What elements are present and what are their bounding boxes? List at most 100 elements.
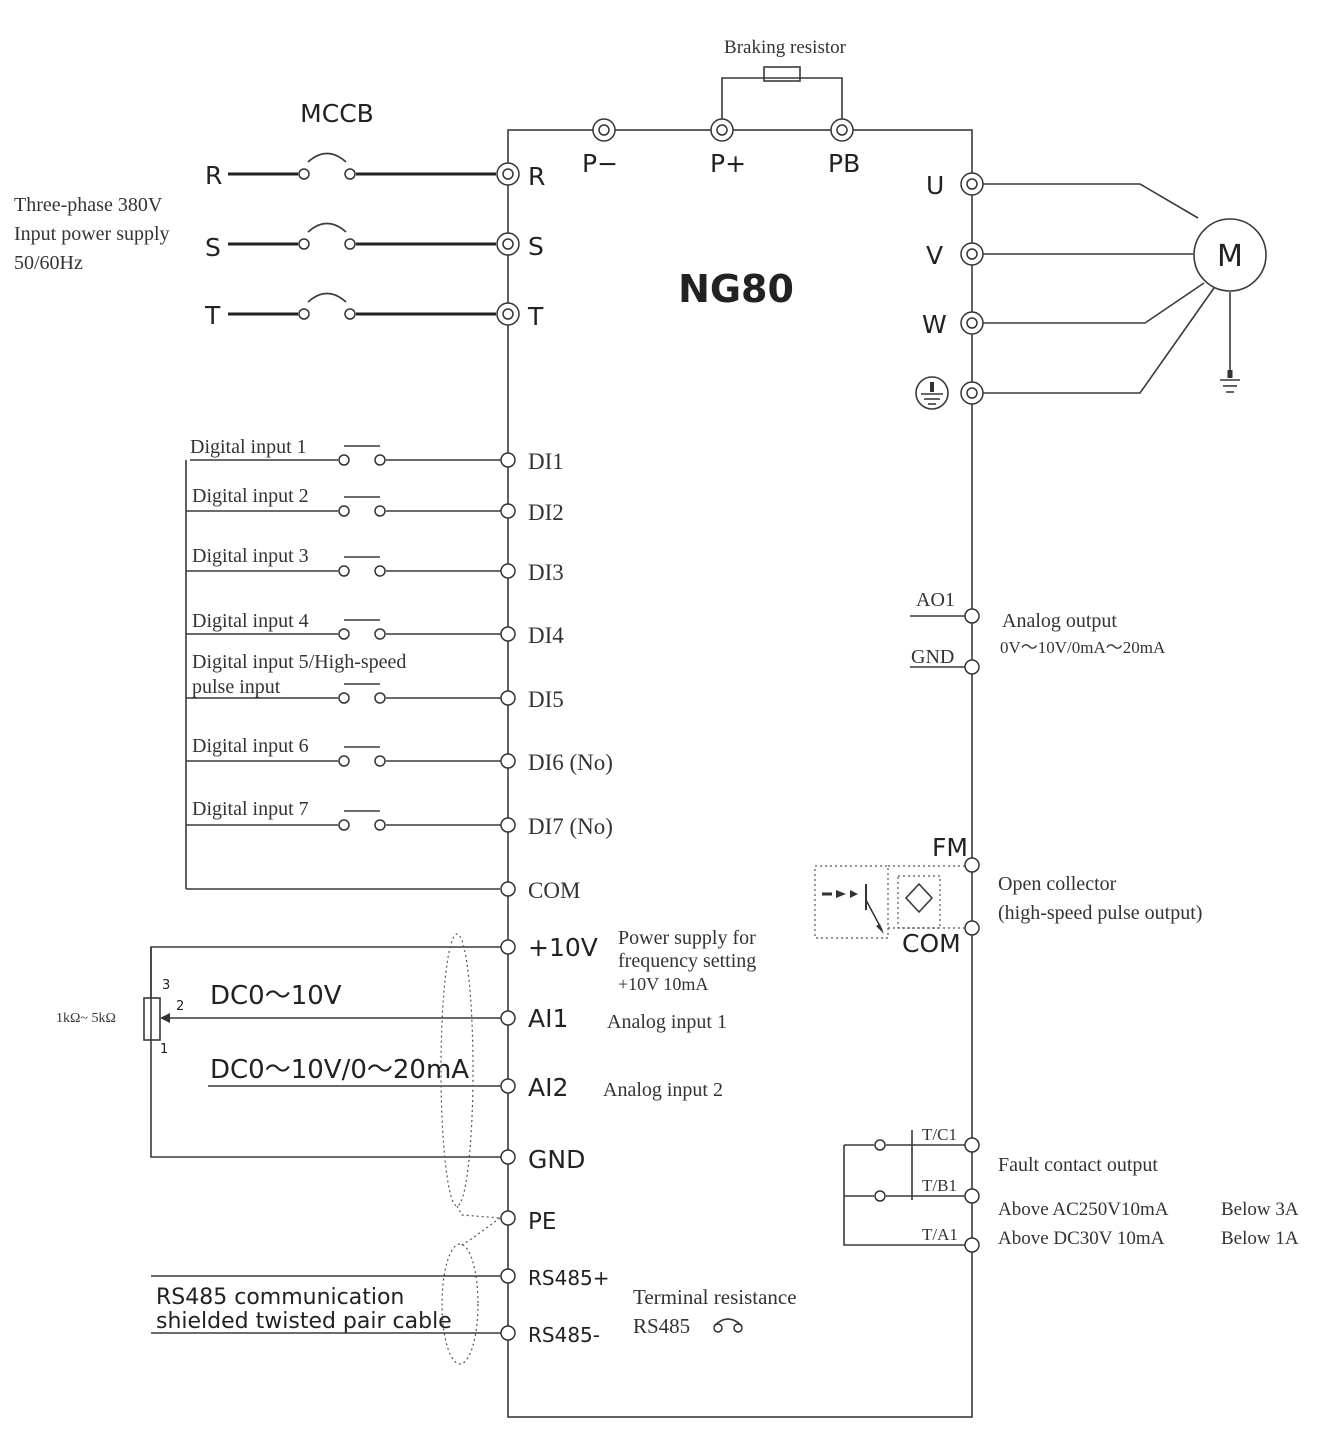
rs485-shield-to-pe [459, 1217, 501, 1247]
terminal-rs485-minus [500, 1325, 516, 1341]
terminal-rs485-plus [500, 1268, 516, 1284]
pot-wiper-arrow [160, 1013, 170, 1023]
relay-ta1-label: T/A1 [922, 1225, 958, 1244]
braking-resistor-symbol [763, 66, 801, 82]
fault-rating-ac: Above AC250V10mA [998, 1199, 1169, 1220]
terminal-tb1 [964, 1188, 980, 1204]
terminal-resistance-line2: RS485 [633, 1314, 690, 1338]
fm-com-label: COM [902, 929, 961, 958]
di6-label: Digital input 6 [192, 735, 309, 757]
terminal-p-plus [710, 118, 734, 142]
braking-resistor-wire [721, 77, 843, 130]
ao1-label: AO1 [916, 589, 955, 611]
terminal-ta1 [964, 1237, 980, 1253]
pot-range-label: 1kΩ~ 5kΩ [56, 1011, 116, 1026]
input-line-t [228, 292, 520, 326]
com-label: COM [528, 878, 580, 903]
relay-contact-symbol [843, 1130, 965, 1246]
digital-input-2 [186, 496, 516, 519]
relay-tc1-label: T/C1 [922, 1125, 957, 1144]
fault-output-title: Fault contact output [998, 1154, 1158, 1176]
rs485-shield-ellipse [441, 1243, 479, 1365]
power-supply-line3: 50/60Hz [14, 252, 83, 274]
ai2-range-label: DC0～10V/0～20mA [210, 1055, 469, 1085]
terminal-fm [964, 857, 980, 873]
terminal-label-r: R [528, 162, 545, 191]
power-freq-line2: frequency setting [618, 950, 756, 972]
motor-ground-icon [1220, 370, 1240, 393]
ai2-label: AI2 [528, 1073, 568, 1102]
terminal-pb [830, 118, 854, 142]
pot-pin-3: 3 [162, 978, 170, 993]
label-p-minus: P− [582, 149, 618, 178]
gnd-label: GND [528, 1145, 585, 1174]
line-label-t: T [204, 301, 221, 330]
digital-input-3 [186, 556, 516, 579]
di3-label: Digital input 3 [192, 545, 309, 567]
open-collector-line1: Open collector [998, 873, 1117, 895]
input-line-r [228, 152, 520, 186]
pot-pin-1: 1 [160, 1042, 168, 1057]
ai2-description: Analog input 2 [603, 1079, 723, 1101]
output-terminals [960, 172, 984, 405]
line-label-r: R [205, 161, 222, 190]
wire-w [983, 282, 1205, 324]
pot-supply-loop [150, 946, 501, 1158]
fault-rating-ac-current: Below 3A [1221, 1199, 1299, 1220]
digital-input-5 [186, 683, 516, 706]
plus10v-label: +10V [528, 933, 598, 962]
terminal-pe [500, 1210, 516, 1226]
di5-label-2: pulse input [192, 676, 281, 698]
label-p-plus: P+ [710, 149, 746, 178]
fault-rating-dc-current: Below 1A [1221, 1228, 1299, 1249]
terminal-tc1 [964, 1137, 980, 1153]
ai1-range-label: DC0～10V [210, 981, 342, 1011]
ao-gnd-label: GND [911, 646, 954, 668]
output-label-v: V [926, 241, 943, 270]
terminal-gnd [500, 1149, 516, 1165]
rs485-cable-line2: shielded twisted pair cable [156, 1309, 452, 1334]
power-supply-line2: Input power supply [14, 223, 170, 245]
pot-pin-2: 2 [176, 999, 184, 1014]
output-label-u: U [926, 171, 944, 200]
terminal-ai1 [500, 1010, 516, 1026]
motor-label: M [1217, 239, 1243, 274]
rs485-minus-label: RS485- [528, 1323, 600, 1347]
terminal-label-t: T [527, 302, 544, 331]
di5-label: Digital input 5/High-speed [192, 651, 406, 673]
power-supply-line1: Three-phase 380V [14, 194, 163, 216]
motor-circle [1193, 218, 1267, 292]
potentiometer-symbol [143, 997, 161, 1041]
output-label-w: W [922, 310, 947, 339]
terminal-ao-gnd [964, 659, 980, 675]
input-line-s [228, 222, 520, 256]
di4-terminal: DI4 [528, 623, 564, 648]
ground-terminal-icon [915, 376, 949, 410]
relay-tb1-label: T/B1 [922, 1176, 957, 1195]
di3-terminal: DI3 [528, 560, 564, 585]
terminal-ao1 [964, 608, 980, 624]
wire-u [983, 183, 1199, 219]
terminal-p-minus [592, 118, 616, 142]
di4-label: Digital input 4 [192, 610, 309, 632]
terminal-resistance-line1: Terminal resistance [633, 1285, 797, 1309]
fault-rating-dc: Above DC30V 10mA [998, 1228, 1165, 1249]
terminal-label-s: S [528, 232, 544, 261]
jumper-icon [713, 1318, 743, 1333]
digital-input-6 [186, 746, 516, 769]
power-freq-line3: +10V 10mA [618, 974, 708, 994]
terminal-fm-com [964, 920, 980, 936]
di7-terminal: DI7 (No) [528, 814, 613, 839]
mccb-label: MCCB [300, 99, 374, 128]
analog-output-title: Analog output [1002, 610, 1117, 632]
analog-output-range: 0V～10V/0mA～20mA [1000, 638, 1166, 657]
analog-shield-ellipse [440, 933, 474, 1207]
braking-resistor-label: Braking resistor [724, 37, 847, 58]
line-label-s: S [205, 233, 221, 262]
open-collector-line2: (high-speed pulse output) [998, 902, 1202, 924]
fm-label: FM [932, 833, 968, 862]
terminal-ai2 [500, 1078, 516, 1094]
ai1-label: AI1 [528, 1004, 568, 1033]
di7-label: Digital input 7 [192, 798, 309, 820]
